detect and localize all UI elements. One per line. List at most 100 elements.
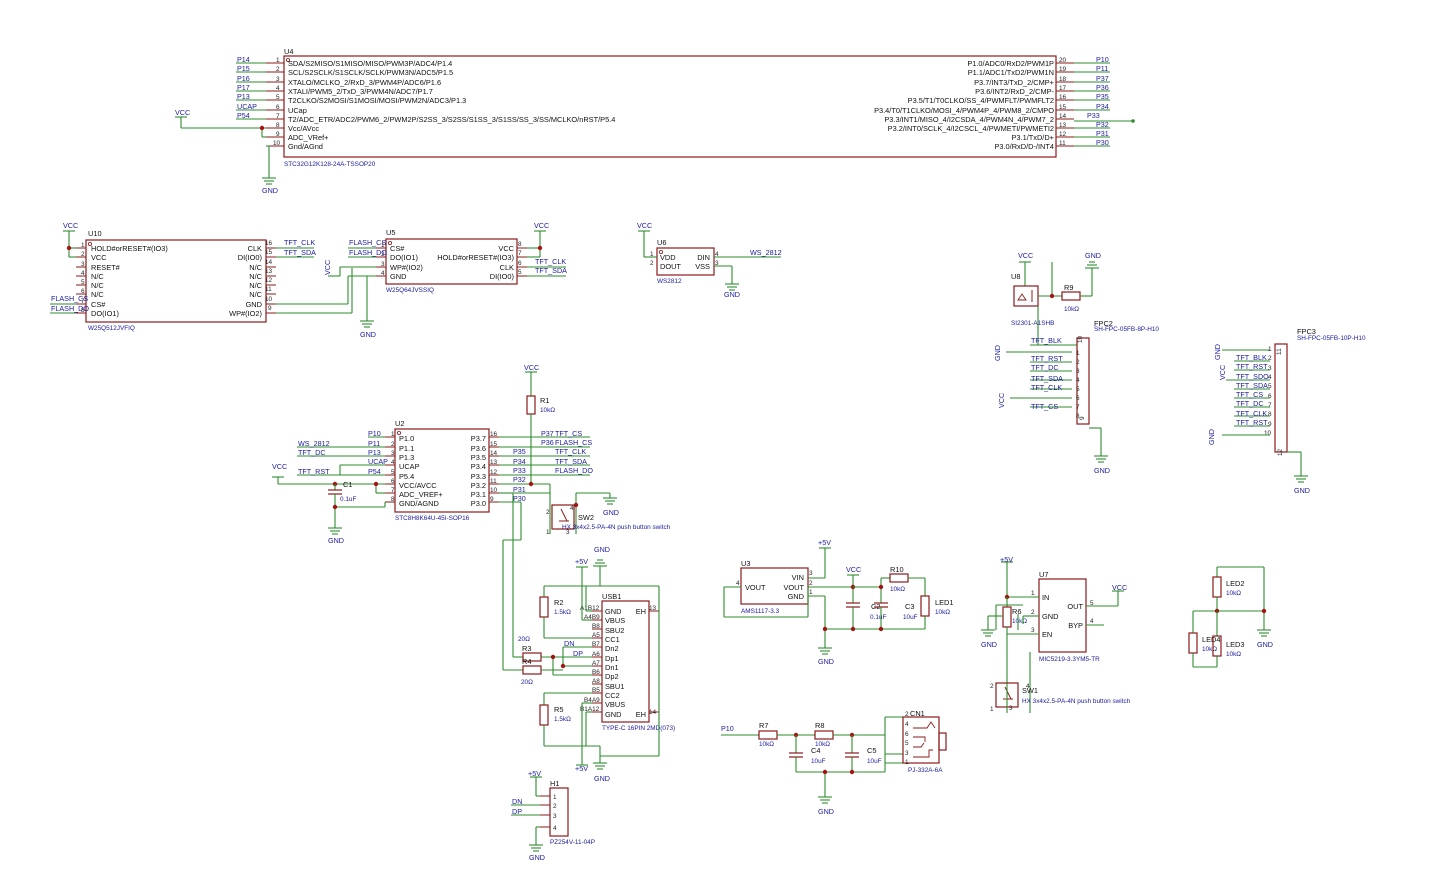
schematic-label: 3 [1076,368,1080,375]
schematic-label: +5V [1000,555,1013,564]
schematic-group [376,247,527,277]
schematic-label: P13 [368,448,381,457]
schematic-label: P3.4 [471,462,486,471]
component-body [740,567,809,605]
component-body [814,730,834,740]
schematic-label: R5 [554,705,563,714]
junction-dot [1131,119,1135,123]
schematic-label: +5V [575,764,588,773]
schematic-label: CC1 [605,635,620,644]
u4-pin-name: P3.7/INT3/TxD_2/CMP+ [974,78,1054,87]
u4-pin-num: 17 [1059,85,1067,92]
schematic-label: P1.3 [399,453,414,462]
schematic-label: +5V [528,769,541,778]
schematic-label: Dn2 [605,644,619,653]
u4-pin-name: P1.1/ADC1/TxD2/PWM1N [968,68,1054,77]
schematic-label: 7 [391,487,395,494]
component-body [539,596,549,618]
u6-nets: VCC WS_2812 GND [637,221,782,299]
schematic-label: 10kΩ [1064,306,1079,313]
fpc2-connector[interactable]: FPC2 SH-FPC-05FB-8P-H10 10 9 12 34 56 78 [1076,319,1159,425]
schematic-label: R4 [522,657,531,666]
schematic-label: CN1 [910,709,925,718]
schematic-label: 12 [1277,448,1284,456]
net-label: P15 [237,64,250,73]
schematic-label: STC8H8K64U-45I-SOP16 [395,515,470,522]
schematic-label: R10 [890,565,904,574]
u7-ldo[interactable]: U7 MIC5219-3.3YM5-TR IN GND EN OUT BYP 1… [1031,570,1100,663]
net-label: P16 [237,74,250,83]
schematic-label: P10 [368,429,381,438]
schematic-label: 5 [1076,386,1080,393]
schematic-label: 5 [905,740,909,747]
u4-pin-name: P3.6/INT2/RxD_2/CMP- [975,87,1054,96]
u4-pin-num: 1 [276,57,280,64]
schematic-label: A5 [592,632,600,639]
schematic-label: R8 [815,721,824,730]
fpc3-connector[interactable]: FPC3 SH-FPC-05FB-10P-H10 11 12 12 34 56 … [1264,327,1366,456]
schematic-label: P3.5 [471,453,486,462]
net-label: FLASH_DO [51,304,89,313]
schematic-label: 10uF [867,758,882,765]
schematic-label: SH-FPC-05FB-10P-H10 [1297,335,1366,342]
schematic-label: DN [512,797,522,806]
junction-dot [88,241,93,246]
gnd-symbol: GND [262,186,278,195]
schematic-label: 4 [1076,377,1080,384]
schematic-label: U5 [386,228,395,237]
schematic-label: GND [1207,429,1216,445]
h1-header[interactable]: H1 PZ254V-11-04P 12 34 [540,779,595,846]
u4-pin-name: P3.0/RxD/D-/INT4 [994,142,1054,151]
schematic-label: UCAP [368,457,388,466]
schematic-label: VCC [498,244,514,253]
u3-regulator[interactable]: U3 AMS1117-3.3 VIN VOUT GND VOUT 4 3 2 1 [736,559,813,615]
schematic-label: LED3 [1226,640,1245,649]
schematic-label: P1.0 [399,434,414,443]
u2-mcu[interactable]: U2 STC8H8K64U-45I-SOP16 12 34 56 78 1615… [385,419,499,522]
schematic-label: 8 [391,496,395,503]
component-body [656,247,715,276]
net-label: P30 [1096,138,1109,147]
schematic-label: TFT_RST [1236,362,1268,371]
schematic-label: RESET# [91,263,121,272]
schematic-label: 9 [490,496,494,503]
cn1-audio-jack[interactable]: CN1 PJ-332A-6A 24 65 31 [902,709,947,774]
u4-pin-num: 11 [1059,140,1066,147]
gnd-symbol: GND [993,345,1002,361]
schematic-label: GND [594,545,610,554]
schematic-label: B5 [592,687,600,694]
junction-dot [528,481,534,487]
component-body [601,600,650,723]
schematic-label: 8 [81,307,85,314]
u4-pin-name: XTALO/MCLKO_2/RxD_3/PWM4P/ADC6/P1.6 [288,78,441,87]
schematic-label: 4 [736,580,740,587]
u8-pmos[interactable]: VCC U8 SI2301-A1SHB R9 10kΩ GND TFT_BLK [1011,251,1101,346]
net-label: WS_2812 [750,248,782,257]
schematic-label: EH [636,607,646,616]
junction-dot [878,584,884,590]
u10-flash[interactable]: U10 W25Q512JVFIQ 12 34 56 78 HOLD#orRESE… [76,229,276,332]
schematic-label: 8 [1076,413,1080,420]
u4-right-nets: P10 P11 P37 P36 P35 P34 P33 P32 P31 P30 [1074,55,1135,147]
wire-segment [560,508,568,522]
schematic-label: 1.5kΩ [554,716,571,723]
schematic-label: P33 [513,466,526,475]
u4-left-nets: P14 P15 P16 P17 P13 UCAP P54 VCC GND [175,55,278,195]
schematic-label: P3.6 [471,444,486,453]
u4-mcu[interactable]: U4 STC32G12K128-24A-TSSOP20 1 2 3 4 5 6 … [266,47,1074,168]
schematic-label: SW2 [578,513,594,522]
schematic-label: C5 [867,746,876,755]
schematic-label: 15 [490,441,498,448]
schematic-label: VCC [846,565,861,574]
component-body [1002,606,1012,628]
schematic-label: P5.4 [399,472,414,481]
schematic-label: H1 [550,779,559,788]
schematic-label: +5V [575,557,588,566]
u5-flash[interactable]: U5 W25Q64JVSSIQ 12 34 CS#DO(IO1) WP#(IO2… [376,228,527,294]
component-body [394,428,490,513]
